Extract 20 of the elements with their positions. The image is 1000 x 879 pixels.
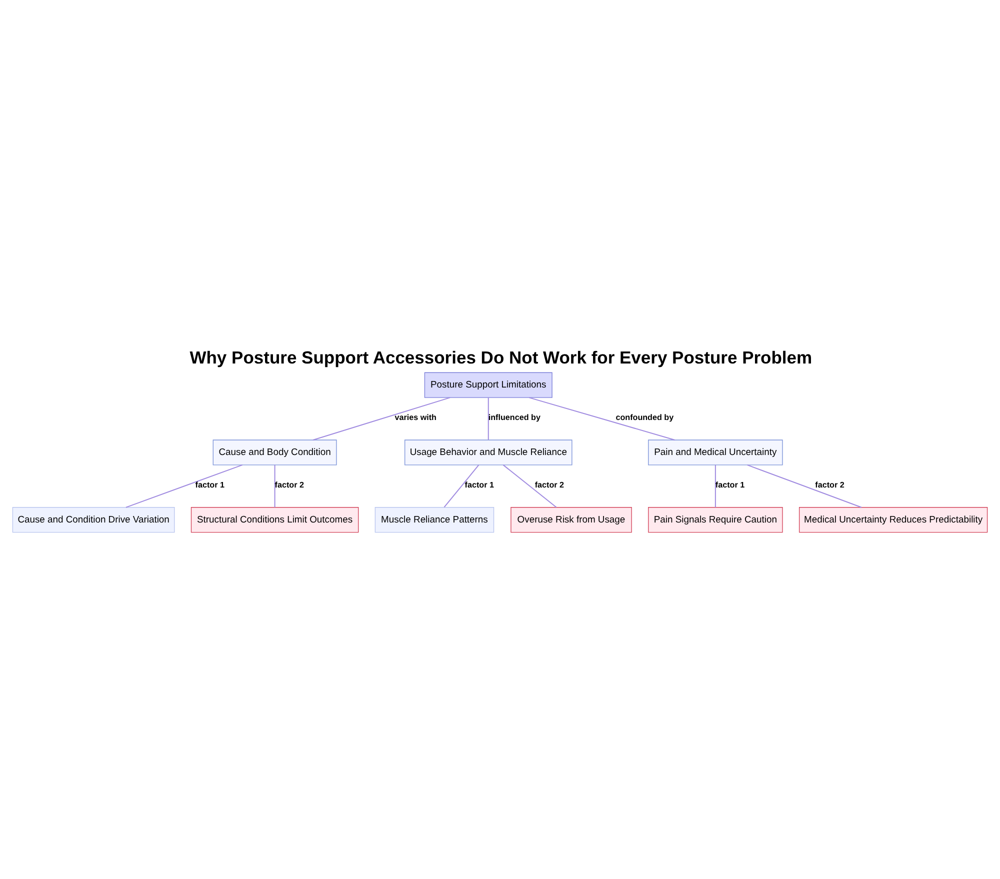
node-box: Usage Behavior and Muscle Reliance [404, 439, 572, 465]
node-box: Cause and Condition Drive Variation [12, 506, 175, 532]
connector [747, 464, 862, 508]
node-box: Pain and Medical Uncertainty [648, 439, 783, 465]
diagram-title: Why Posture Support Accessories Do Not Work for Every Posture Problem [190, 347, 812, 368]
node-box: Pain Signals Require Caution [648, 506, 783, 532]
connector [502, 464, 557, 508]
connector [274, 464, 276, 507]
node-box: Medical Uncertainty Reduces Predictability [798, 506, 988, 532]
node-box: Posture Support Limitations [424, 372, 552, 398]
node-box: Muscle Reliance Patterns [374, 506, 494, 532]
connector [312, 396, 450, 440]
connector [488, 397, 489, 440]
connector [126, 464, 243, 508]
node-box: Overuse Risk from Usage [510, 506, 632, 532]
connector [528, 396, 675, 440]
connector [714, 464, 716, 507]
node-box: Structural Conditions Limit Outcomes [190, 506, 359, 532]
node-box: Cause and Body Condition [212, 439, 337, 465]
connector [444, 464, 480, 508]
